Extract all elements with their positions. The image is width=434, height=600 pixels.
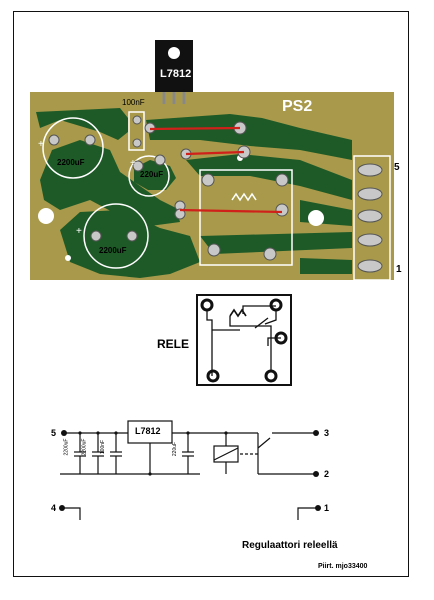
relay-label: RELE (157, 337, 190, 351)
pcb-coil-symbol (231, 192, 257, 202)
pcb-cap-large-1-label: 2200uF (57, 158, 85, 167)
schematic-pin3-label: 3 (324, 428, 330, 438)
pcb-plus-sign-2: + (130, 158, 136, 169)
schematic-cap1-label: 2200uF (63, 438, 70, 456)
schematic-cap4-label: 220uF (172, 441, 179, 457)
solder-pads (48, 115, 383, 273)
schematic-cap3-label: 100nF (100, 439, 107, 455)
caption-credit: Piirt. mjo33400 (318, 563, 368, 570)
mounting-holes (38, 155, 324, 261)
pcb-pin-bottom-label: 1 (396, 264, 402, 275)
pcb-board-label: PS2 (282, 98, 313, 115)
pcb-cap-mid-label: 220uF (140, 170, 164, 179)
pcb-cap-large-2-label: 2200uF (99, 246, 127, 255)
drawing-frame (13, 11, 409, 577)
pcb-cap-small-label: 100nF (122, 98, 145, 107)
copper-traces (36, 108, 352, 278)
caption-title: Regulaattori releellä (242, 540, 338, 551)
jumper-wires (149, 126, 283, 214)
pcb-regulator-label: L7812 (160, 68, 192, 80)
pcb-plus-sign-1: + (38, 139, 44, 150)
schematic-regulator-label: L7812 (135, 426, 161, 436)
pcb-plus-sign-3: + (76, 226, 82, 237)
regulator-package (155, 40, 193, 104)
schematic-cap2-label: 2200uF (81, 438, 88, 456)
schematic-pin5-label: 5 (51, 428, 57, 438)
silkscreen (42, 111, 391, 281)
pcb-pin-top-label: 5 (394, 162, 400, 173)
schematic-pin2-label: 2 (324, 469, 330, 479)
schematic-pin1-label: 1 (324, 503, 330, 513)
schematic-pin4-label: 4 (51, 503, 57, 513)
